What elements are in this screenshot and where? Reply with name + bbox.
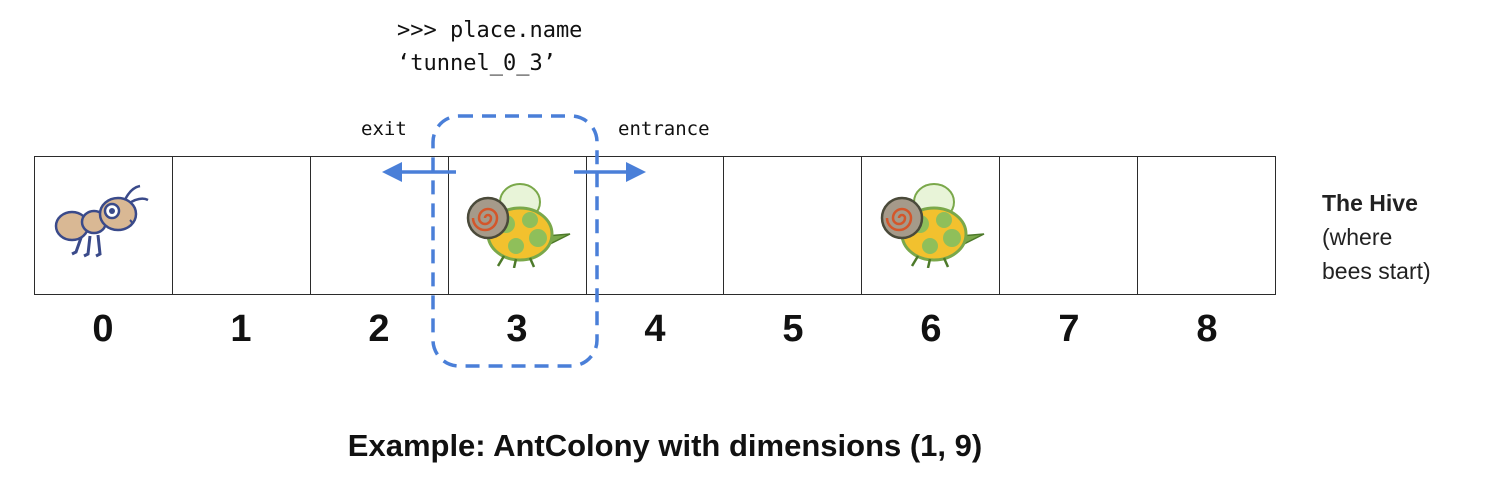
place-index-2: 2 <box>368 308 390 350</box>
ant-icon <box>54 184 149 258</box>
place-index-5: 5 <box>782 308 804 350</box>
tunnel-row <box>34 156 1276 295</box>
place-1 <box>173 157 311 294</box>
place-4 <box>587 157 725 294</box>
place-index-7: 7 <box>1058 308 1080 350</box>
place-index-4: 4 <box>644 308 666 350</box>
code-snippet: >>> place.name ‘tunnel_0_3’ <box>397 14 582 80</box>
place-6 <box>862 157 1001 294</box>
bee-icon <box>466 183 571 268</box>
place-index-8: 8 <box>1196 308 1218 350</box>
caption: Example: AntColony with dimensions (1, 9… <box>347 428 983 463</box>
place-index-6: 6 <box>920 308 942 350</box>
place-index-1: 1 <box>230 308 252 350</box>
code-line-1: >>> place.name <box>397 18 583 43</box>
place-index-0: 0 <box>92 308 114 350</box>
place-index-3: 3 <box>506 308 528 350</box>
hive-title: The Hive <box>1322 190 1418 216</box>
place-indices: 0 1 2 3 4 5 6 7 8 <box>34 308 1276 351</box>
bee-icon <box>880 183 985 268</box>
hive-subtitle-line-1: (where <box>1322 224 1393 250</box>
exit-label: exit <box>361 118 407 140</box>
code-line-2: ‘tunnel_0_3’ <box>397 51 556 76</box>
hive-subtitle-line-2: bees start) <box>1322 258 1431 284</box>
place-0 <box>35 157 173 294</box>
place-7 <box>1000 157 1139 294</box>
place-8 <box>1138 157 1275 294</box>
place-2 <box>311 157 449 294</box>
place-5 <box>724 157 863 294</box>
hive-label: The Hive (where bees start) <box>1322 186 1431 288</box>
entrance-label: entrance <box>618 118 710 140</box>
